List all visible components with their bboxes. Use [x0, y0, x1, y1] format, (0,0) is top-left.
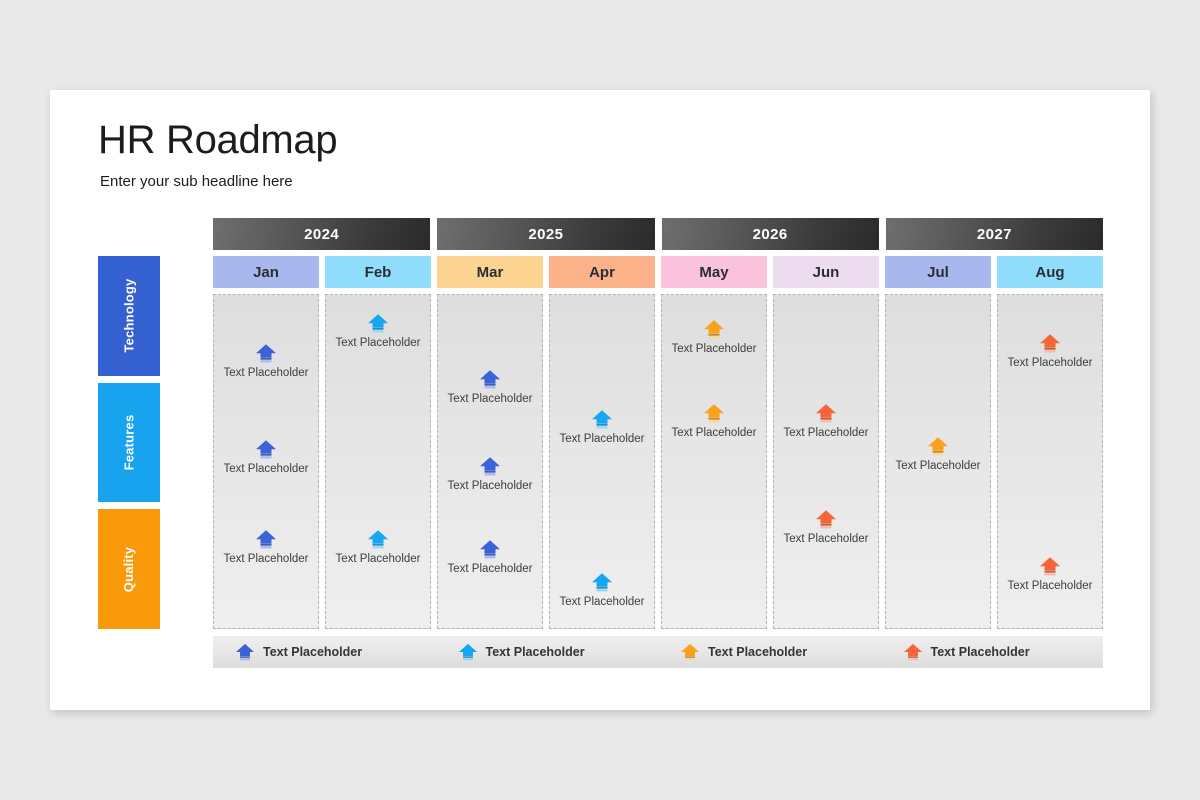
page-subtitle: Enter your sub headline here [100, 173, 293, 190]
milestone[interactable]: Text Placeholder [662, 403, 766, 441]
milestone-label: Text Placeholder [335, 336, 421, 349]
milestone[interactable]: Text Placeholder [326, 313, 430, 351]
milestone-label: Text Placeholder [783, 426, 869, 439]
arrow-up-icon [1040, 556, 1060, 576]
milestone[interactable]: Text Placeholder [214, 529, 318, 567]
milestone[interactable]: Text Placeholder [774, 509, 878, 547]
milestone-label: Text Placeholder [895, 460, 981, 473]
milestone[interactable]: Text Placeholder [998, 556, 1102, 594]
arrow-up-icon [458, 643, 477, 661]
category-label: Quality [121, 546, 137, 592]
milestone-label: Text Placeholder [559, 596, 645, 609]
slide-canvas: HR Roadmap Enter your sub headline here … [50, 90, 1150, 710]
arrow-up-icon [480, 457, 500, 476]
arrow-up-icon [903, 643, 922, 661]
milestone[interactable]: Text Placeholder [550, 409, 654, 447]
legend-label: Text Placeholder [263, 645, 363, 659]
milestone-label: Text Placeholder [223, 553, 309, 566]
legend-item[interactable]: Text Placeholder [658, 636, 881, 668]
month-column-jul: Text Placeholder [885, 294, 991, 629]
milestone[interactable]: Text Placeholder [438, 369, 542, 407]
month-cell-aug[interactable]: Aug [997, 256, 1103, 288]
milestone[interactable]: Text Placeholder [550, 573, 654, 611]
legend-item[interactable]: Text Placeholder [881, 636, 1104, 668]
arrow-up-icon [236, 643, 254, 661]
category-label: Features [121, 414, 137, 471]
month-cell-may[interactable]: May [661, 256, 767, 288]
arrow-up-icon [256, 343, 276, 362]
legend-item[interactable]: Text Placeholder [436, 636, 659, 668]
arrow-up-icon [1040, 333, 1060, 353]
month-cell-feb[interactable]: Feb [325, 256, 431, 288]
legend-label: Text Placeholder [708, 645, 808, 659]
arrow-up-icon [816, 510, 836, 529]
milestone-label: Text Placeholder [671, 343, 757, 356]
year-cell-2026[interactable]: 2026 [661, 218, 879, 250]
category-bar-quality[interactable]: Quality [98, 509, 160, 630]
milestone-label: Text Placeholder [671, 426, 757, 439]
milestone[interactable]: Text Placeholder [998, 333, 1102, 371]
milestone-label: Text Placeholder [223, 463, 309, 476]
arrow-up-icon [704, 403, 724, 422]
year-cell-2025[interactable]: 2025 [437, 218, 655, 250]
arrow-up-icon [592, 410, 612, 429]
arrow-up-icon [368, 530, 388, 549]
legend-strip: Text Placeholder Text Placeholder Text Pla… [213, 636, 1103, 668]
arrow-up-icon [592, 573, 612, 592]
category-label: Technology [121, 278, 137, 353]
milestone[interactable]: Text Placeholder [886, 436, 990, 474]
arrow-up-icon [480, 540, 500, 559]
milestone-label: Text Placeholder [1007, 356, 1093, 369]
month-cell-jul[interactable]: Jul [885, 256, 991, 288]
milestone[interactable]: Text Placeholder [662, 319, 766, 357]
arrow-up-icon [480, 370, 500, 389]
month-cell-apr[interactable]: Apr [549, 256, 655, 288]
month-cell-mar[interactable]: Mar [437, 256, 543, 288]
milestone-label: Text Placeholder [447, 480, 533, 493]
month-cell-jun[interactable]: Jun [773, 256, 879, 288]
milestone[interactable]: Text Placeholder [774, 403, 878, 441]
category-bar-features[interactable]: Features [98, 382, 160, 503]
milestone-label: Text Placeholder [559, 433, 645, 446]
year-cell-2024[interactable]: 2024 [213, 218, 431, 250]
arrow-up-icon [256, 530, 276, 549]
milestone-label: Text Placeholder [783, 533, 869, 546]
milestone-label: Text Placeholder [335, 553, 421, 566]
arrow-up-icon [928, 437, 948, 456]
arrow-up-icon [816, 403, 836, 422]
arrow-up-icon [704, 320, 724, 339]
milestone[interactable]: Text Placeholder [438, 539, 542, 577]
milestone-label: Text Placeholder [223, 366, 309, 379]
milestone[interactable]: Text Placeholder [438, 456, 542, 494]
milestone-label: Text Placeholder [447, 393, 533, 406]
arrow-up-icon [256, 440, 276, 459]
milestone[interactable]: Text Placeholder [326, 529, 430, 567]
legend-label: Text Placeholder [485, 645, 585, 659]
milestone-label: Text Placeholder [1007, 579, 1093, 592]
legend-label: Text Placeholder [930, 645, 1030, 659]
year-cell-2027[interactable]: 2027 [885, 218, 1103, 250]
milestone-label: Text Placeholder [447, 563, 533, 576]
arrow-up-icon [681, 643, 699, 661]
arrow-up-icon [368, 313, 388, 333]
milestone[interactable]: Text Placeholder [214, 343, 318, 381]
page-title: HR Roadmap [98, 118, 338, 162]
category-bar-technology[interactable]: Technology [98, 256, 160, 376]
legend-item[interactable]: Text Placeholder [213, 636, 436, 668]
month-cell-jan[interactable]: Jan [213, 256, 319, 288]
milestone[interactable]: Text Placeholder [214, 439, 318, 477]
